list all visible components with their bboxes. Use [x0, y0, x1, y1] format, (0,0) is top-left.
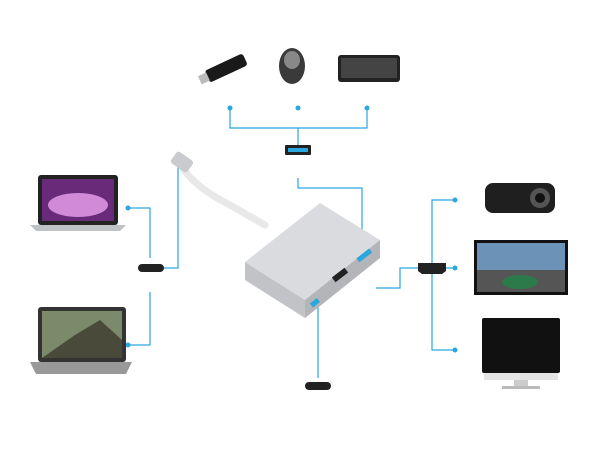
mouse-icon — [279, 48, 305, 84]
monitor-icon — [482, 318, 560, 389]
usb-flash-drive-icon — [197, 54, 247, 85]
hdmi-port-icon — [418, 263, 446, 274]
keyboard-icon — [338, 55, 400, 82]
usb-c-port-icon — [305, 382, 331, 390]
usb-c-port-icon — [138, 264, 164, 272]
laptop-icon — [30, 175, 126, 231]
usb-c-hub-icon — [170, 151, 380, 318]
tv-icon — [474, 240, 568, 295]
usb-a-port-icon — [285, 145, 311, 155]
projector-icon — [485, 183, 555, 213]
connector-dots — [125, 105, 458, 353]
laptop-icon — [30, 307, 132, 374]
connector-lines — [128, 108, 455, 378]
